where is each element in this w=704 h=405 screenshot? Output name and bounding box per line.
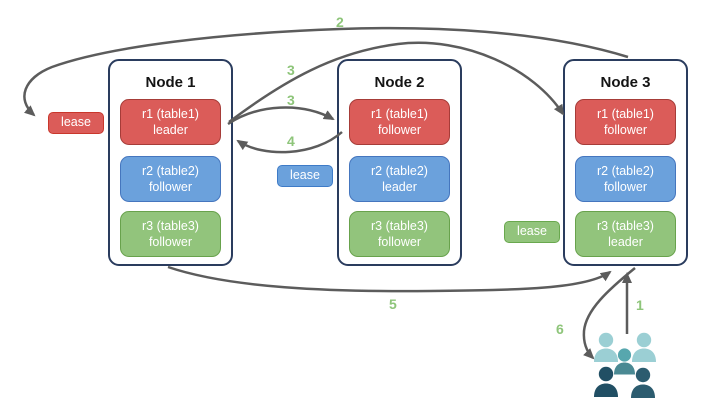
lease-badge-r1: lease	[48, 112, 104, 134]
range-role: follower	[377, 235, 422, 249]
range-name: r2 (table2)	[142, 164, 199, 178]
step-label-3-lower: 3	[287, 92, 295, 108]
node-3-range-r2: r2 (table2) follower	[575, 156, 676, 202]
user-bottom-left	[594, 366, 618, 397]
node-2-title: Node 2	[374, 74, 425, 91]
range-name: r2 (table2)	[597, 164, 654, 178]
range-role: follower	[148, 235, 193, 249]
range-name: r2 (table2)	[371, 164, 428, 178]
range-role: leader	[153, 123, 188, 137]
range-name: r1 (table1)	[371, 107, 428, 121]
range-role: follower	[603, 180, 648, 194]
node-box-2: Node 2 r1 (table1) follower r2 (table2) …	[337, 59, 462, 266]
node-3-title: Node 3	[600, 74, 651, 91]
node-1-range-r3: r3 (table3) follower	[120, 211, 221, 257]
user-bottom-right	[631, 367, 655, 398]
range-role: leader	[382, 180, 417, 194]
node-1-title: Node 1	[145, 74, 196, 91]
user-top-left	[594, 332, 618, 362]
user-top-right	[632, 332, 656, 362]
node-box-3: Node 3 r1 (table1) follower r2 (table2) …	[563, 59, 688, 266]
node-box-1: Node 1 r1 (table1) leader r2 (table2) fo…	[108, 59, 233, 266]
range-role: leader	[608, 235, 643, 249]
step-label-3-upper: 3	[287, 62, 295, 78]
node-2-range-r2: r2 (table2) leader	[349, 156, 450, 202]
range-role: follower	[148, 180, 193, 194]
lease-badge-r3: lease	[504, 221, 560, 243]
range-name: r1 (table1)	[597, 107, 654, 121]
range-name: r3 (table3)	[142, 219, 199, 233]
node-3-range-r3: r3 (table3) leader	[575, 211, 676, 257]
node-2-range-r3: r3 (table3) follower	[349, 211, 450, 257]
range-name: r3 (table3)	[597, 219, 654, 233]
step-label-5: 5	[389, 296, 397, 312]
range-role: follower	[377, 123, 422, 137]
users-icon	[594, 332, 656, 398]
arrow-step-3-lower	[227, 106, 335, 126]
range-name: r1 (table1)	[142, 107, 199, 121]
lease-badge-r2: lease	[277, 165, 333, 187]
step-label-2: 2	[336, 14, 344, 30]
range-name: r3 (table3)	[371, 219, 428, 233]
range-role: follower	[603, 123, 648, 137]
step-label-4: 4	[287, 133, 295, 149]
node-1-range-r2: r2 (table2) follower	[120, 156, 221, 202]
node-2-range-r1: r1 (table1) follower	[349, 99, 450, 145]
step-label-1: 1	[636, 297, 644, 313]
step-label-6: 6	[556, 321, 564, 337]
node-3-range-r1: r1 (table1) follower	[575, 99, 676, 145]
node-1-range-r1: r1 (table1) leader	[120, 99, 221, 145]
arrow-step-5	[167, 265, 612, 293]
